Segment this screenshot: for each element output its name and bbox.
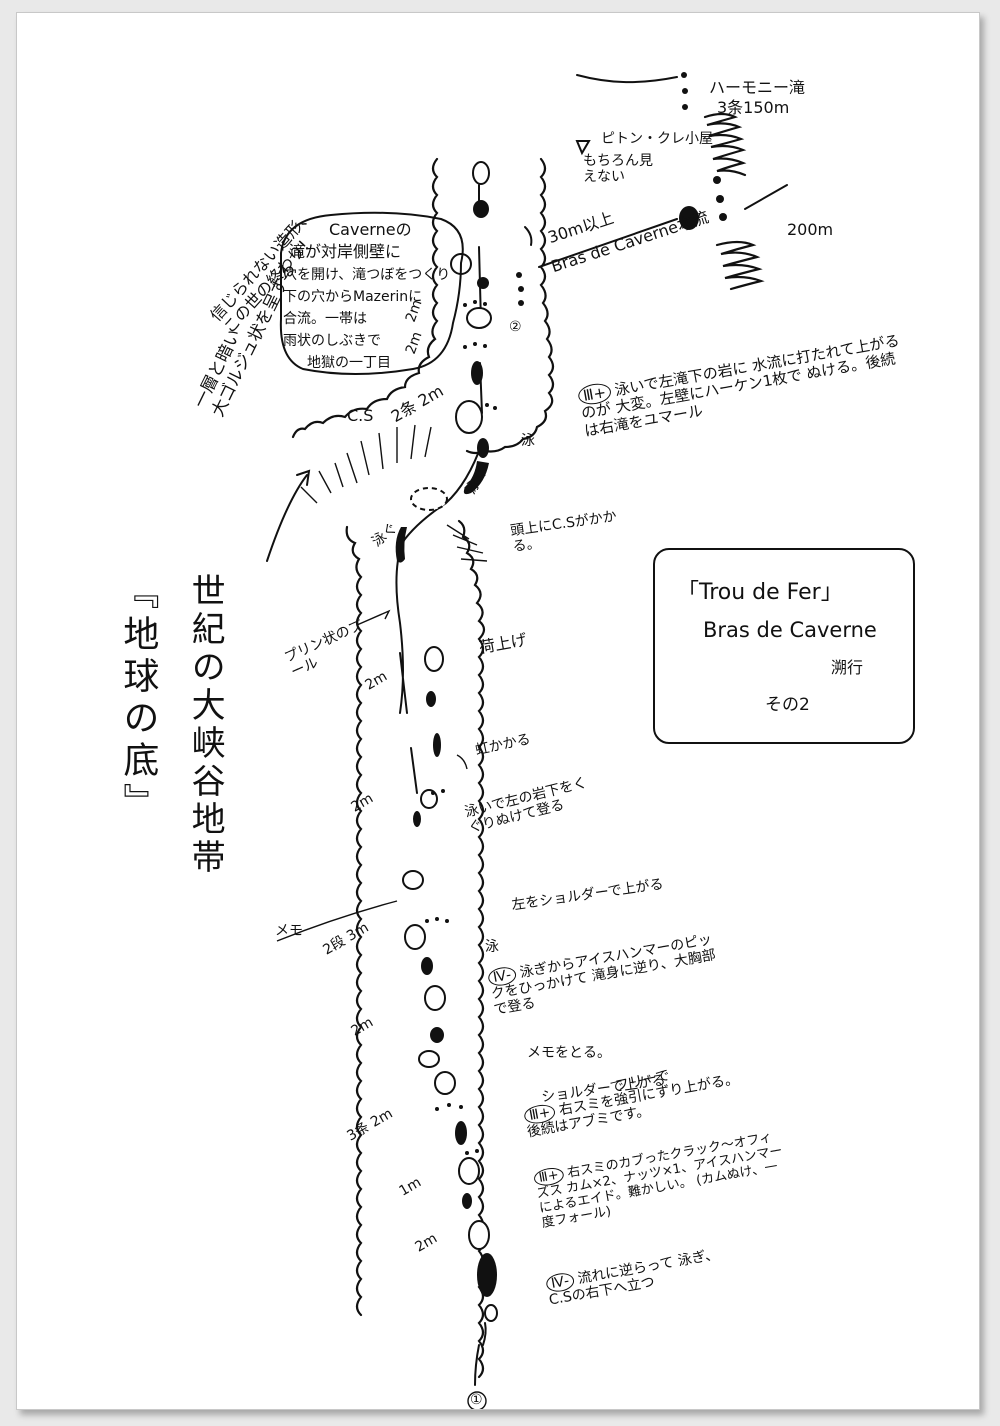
pothole-mark [679,206,699,230]
mark-start: ① [470,1392,483,1408]
pool-dashed [410,487,448,511]
falls-dots [425,272,524,1155]
title-action: 溯行 [831,658,864,677]
top-ridge-line [576,74,678,84]
hut-triangle-icon [575,140,591,156]
cs-top-label: C.S [347,406,374,425]
pool-8 [424,985,446,1011]
callout-line-7: 地獄の一丁目 [307,355,391,371]
gorge-hatching [300,424,488,562]
pitons-label: ピトン・クレ小屋 [601,131,713,147]
height-200-label: 200m [787,220,834,239]
callout-line-1: Caverneの [329,220,412,239]
harmony-falls-label: ハーモニー滝 [709,78,806,97]
title-trou-de-fer: 「Trou de Fer」 [677,580,843,605]
callout-line-4: 下の穴からMazerinに [283,289,423,305]
main-stream-line [538,218,678,268]
pool-10 [434,1071,456,1095]
callout-line-6: 雨状のしぶきで [283,333,381,349]
harmony-falls-hatching [681,72,788,291]
pool-11 [458,1157,480,1185]
title-box: 「Trou de Fer」 Bras de Caverne 溯行 その2 [653,548,915,744]
pool-4 [424,646,444,672]
curved-arrow [266,474,308,562]
pool-7 [404,924,426,950]
callout-line-3: 穴を開け、滝つぼをつくり [283,267,451,283]
memo-left-label: メモ [275,923,303,939]
callout-line-5: 合流。一帯は [283,311,367,327]
pool-2 [466,307,492,329]
callout-text: Caverneの 滝が対岸側壁に 穴を開け、滝つぼをつくり 下の穴からMazer… [267,213,462,381]
swim-label-4: 泳 [485,939,499,955]
swim-label-1: 泳 [521,433,535,449]
title-part: その2 [765,695,810,715]
pool-3 [455,400,483,434]
pool-arrow [356,609,391,626]
mark-two: ② [509,319,522,335]
memo-take-label: メモをとる。 [527,1045,611,1061]
pool-6 [402,870,424,890]
callout-line-2: 滝が対岸側壁に [289,242,402,261]
memo-line [276,900,398,942]
pool-top [472,161,490,185]
harmony-height-label: 3条150m [717,98,790,117]
callout-bubble [279,211,464,375]
headline-main: 世紀の大峡谷地帯 [185,573,226,877]
pitons-note: もちろん見えない [583,153,653,186]
headline-sub: 『地球の底』 [117,573,159,825]
start-circle [467,1391,487,1409]
pool-9 [418,1050,440,1068]
canyon-topo-drawing: .wall { fill: none; stroke: #111; stroke… [266,72,788,1409]
title-route: Bras de Caverne [703,618,877,642]
pool-12 [468,1220,490,1250]
topo-sheet: .wall { fill: none; stroke: #111; stroke… [16,12,980,1410]
pool-13 [484,1304,498,1322]
canyon-left-wall [291,157,439,1317]
